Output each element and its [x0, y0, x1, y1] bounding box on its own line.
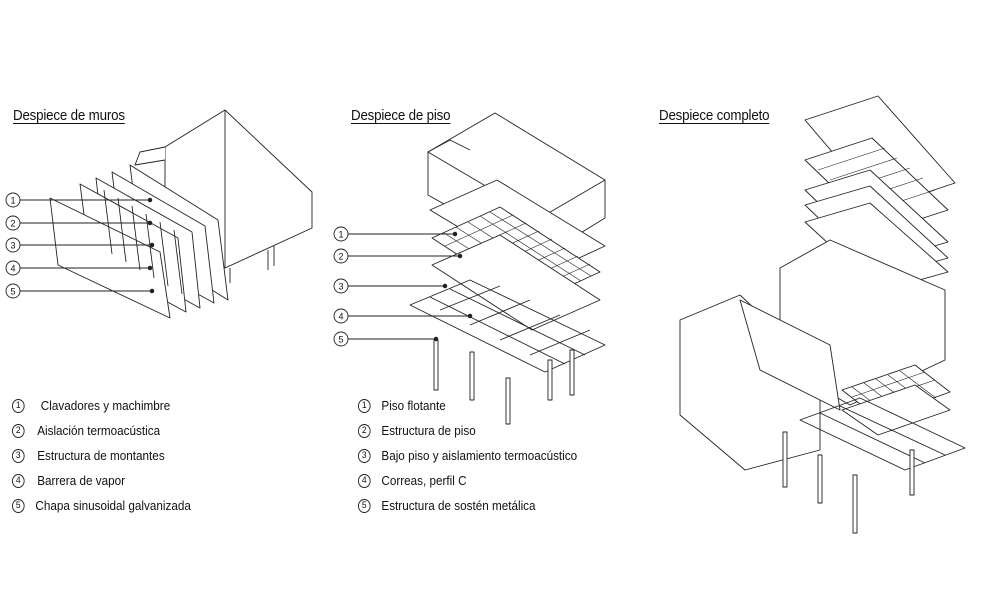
legend-item: 2 Aislación termoacústica	[12, 418, 191, 443]
wall-callout-3: 3	[10, 241, 15, 251]
legend-item: 3 Bajo piso y aislamiento termoacústico	[358, 443, 577, 468]
title-despiece-piso: Despiece de piso	[351, 108, 451, 124]
wall-callout-1: 1	[10, 196, 15, 206]
title-despiece-muros: Despiece de muros	[13, 108, 125, 124]
legend-number: 2	[12, 423, 25, 438]
legend-item: 5 Estructura de sostén metálica	[358, 493, 577, 518]
legend-text: Aislación termoacústica	[37, 423, 161, 438]
legend-muros: 1 Clavadores y machimbre 2 Aislación termo…	[12, 393, 191, 518]
floor-callouts	[333, 226, 473, 347]
legend-item: 1 Clavadores y machimbre	[12, 393, 191, 418]
floor-callout-1: 1	[338, 230, 343, 240]
complete-explosion-drawing	[679, 95, 966, 534]
wall-callout-5: 5	[10, 287, 15, 297]
legend-number: 3	[12, 448, 25, 463]
legend-number: 5	[12, 498, 25, 513]
legend-text: Piso flotante	[381, 398, 446, 413]
legend-text: Correas, perfil C	[381, 473, 467, 488]
floor-callout-4: 4	[338, 312, 343, 322]
floor-callout-2: 2	[338, 252, 343, 262]
legend-number: 1	[12, 398, 25, 413]
legend-text: Barrera de vapor	[37, 473, 126, 488]
legend-item: 1 Piso flotante	[358, 393, 577, 418]
wall-explosion-drawing	[5, 109, 313, 319]
legend-number: 5	[358, 498, 371, 513]
title-despiece-completo: Despiece completo	[659, 108, 770, 124]
wall-callout-4: 4	[10, 264, 15, 274]
legend-number: 4	[358, 473, 371, 488]
legend-item: 2 Estructura de piso	[358, 418, 577, 443]
legend-text: Estructura de montantes	[37, 448, 165, 463]
legend-number: 4	[12, 473, 25, 488]
legend-text: Chapa sinusoidal galvanizada	[35, 498, 191, 513]
wall-callout-2: 2	[10, 219, 15, 229]
wall-callouts	[5, 192, 155, 299]
legend-piso: 1 Piso flotante 2 Estructura de piso 3 Bajo…	[358, 393, 577, 518]
legend-item: 5 Chapa sinusoidal galvanizada	[12, 493, 191, 518]
floor-callout-5: 5	[338, 335, 343, 345]
legend-text: Bajo piso y aislamiento termoacústico	[381, 448, 578, 463]
legend-item: 4 Correas, perfil C	[358, 468, 577, 493]
legend-number: 1	[358, 398, 371, 413]
legend-number: 2	[358, 423, 371, 438]
legend-text: Estructura de sostén metálica	[381, 498, 536, 513]
floor-callout-3: 3	[338, 282, 343, 292]
legend-number: 3	[358, 448, 371, 463]
legend-text: Estructura de piso	[381, 423, 476, 438]
legend-item: 3 Estructura de montantes	[12, 443, 191, 468]
legend-text: Clavadores y machimbre	[40, 398, 171, 413]
floor-explosion-drawing	[333, 112, 606, 425]
legend-item: 4 Barrera de vapor	[12, 468, 191, 493]
